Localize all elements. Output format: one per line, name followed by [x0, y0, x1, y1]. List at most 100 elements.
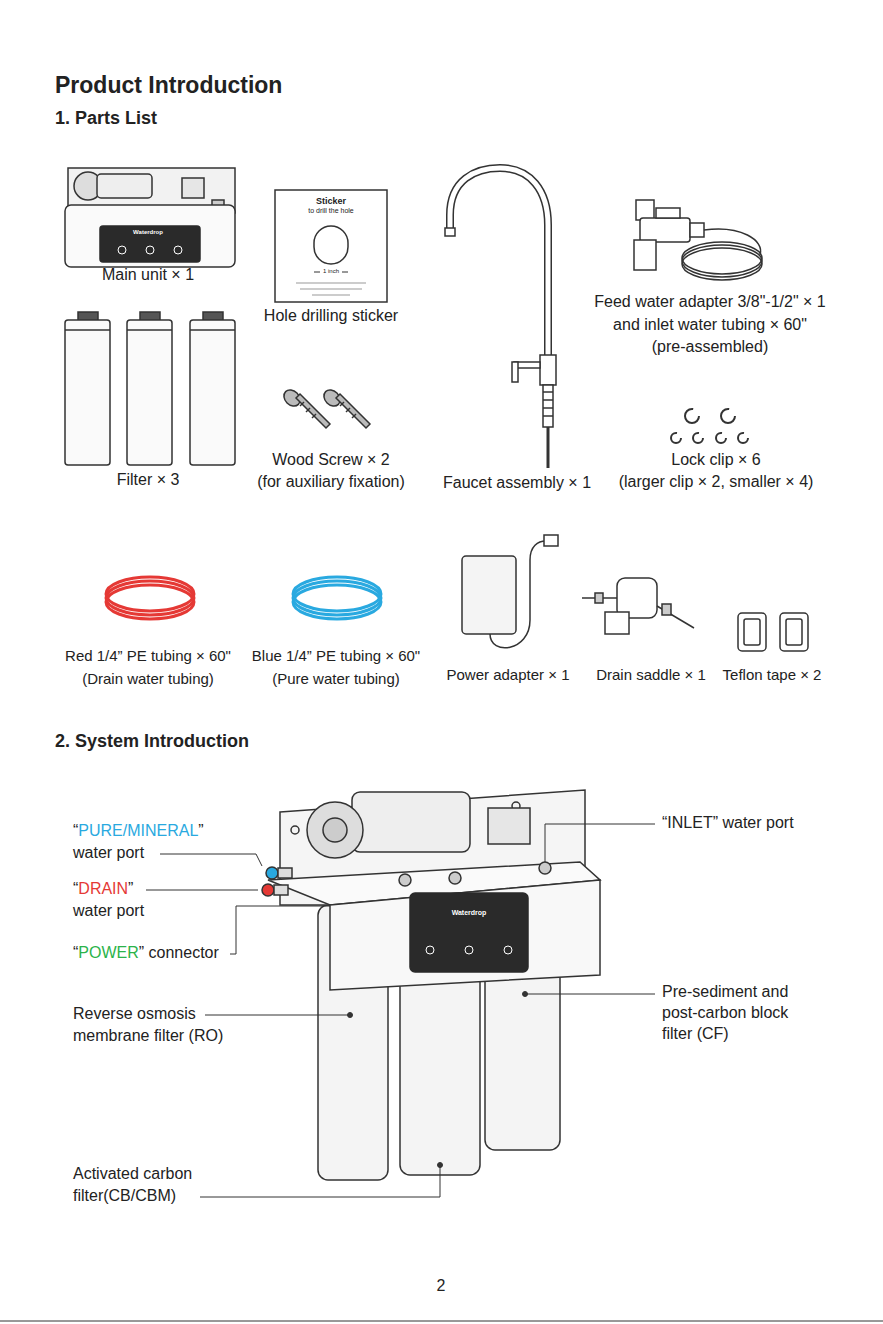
lock-clips-drawing-part	[693, 433, 703, 443]
faucet-drawing	[445, 168, 556, 468]
page-title: Product Introduction	[55, 72, 282, 100]
filters-drawing-part	[190, 329, 235, 331]
caption: Blue 1/4” PE tubing × 60"	[252, 647, 420, 664]
callout-line: Activated carbon	[73, 1164, 192, 1183]
lock-clips-drawing-part	[716, 433, 726, 443]
callout-line: “DRAIN”	[73, 879, 133, 898]
callout-line: “POWER” connector	[73, 943, 219, 962]
faucet-drawing-part	[543, 399, 553, 401]
system-drawing-part	[399, 874, 411, 886]
leader-lines-part	[523, 992, 528, 997]
power-adapter-drawing-part	[462, 556, 516, 634]
caption: Drain saddle × 1	[596, 666, 706, 683]
system-drawing-part	[291, 826, 299, 834]
page-number: 2	[437, 1277, 446, 1294]
faucet-drawing-part	[540, 355, 556, 385]
leader-lines-part	[205, 1015, 350, 1016]
main-unit-drawing-part	[146, 246, 154, 254]
caption-line: and inlet water tubing × 60"	[613, 315, 807, 334]
dimension: 1 inch	[323, 268, 339, 274]
sticker-drawing	[275, 190, 387, 302]
red-tubing-drawing	[106, 577, 194, 619]
callout: “	[73, 880, 78, 897]
filters-drawing	[65, 312, 235, 465]
sticker-drawing-part	[314, 272, 320, 273]
sticker-drawing-part	[300, 289, 362, 290]
caption: Feed water adapter 3/8"-1/2" × 1	[594, 293, 826, 310]
sticker-drawing-part	[312, 295, 350, 296]
drain-saddle-drawing	[582, 578, 694, 634]
callout-line: water port	[73, 901, 144, 920]
callout-line: “INLET” water port	[662, 813, 794, 832]
red-tubing-drawing-part	[106, 585, 194, 619]
system-drawing-part	[262, 884, 274, 896]
callout: water port	[73, 902, 144, 919]
caption-line: Red 1/4” PE tubing × 60"	[65, 647, 231, 665]
caption: Filter × 3	[117, 471, 180, 488]
main-unit-drawing	[65, 168, 235, 267]
feed-adapter-drawing-part	[690, 223, 704, 237]
dimension-line: 1 inch	[323, 268, 339, 275]
faucet-drawing-part	[543, 415, 553, 417]
blue-tubing-drawing-part	[293, 585, 381, 619]
callout: ” connector	[139, 944, 219, 961]
screws-drawing	[281, 387, 370, 428]
power-adapter-drawing-part	[544, 535, 558, 546]
feed-adapter-drawing-part	[640, 218, 690, 242]
screws-drawing-part	[340, 402, 344, 406]
main-unit-drawing-part	[118, 246, 126, 254]
section-heading-line: 1. Parts List	[55, 108, 157, 130]
screws-drawing-part	[346, 408, 350, 412]
feed-adapter-drawing	[634, 200, 762, 280]
callout: PURE/MINERAL	[78, 822, 198, 839]
system-drawing-part	[410, 893, 528, 972]
screws-drawing-part	[312, 414, 316, 418]
caption-line: Teflon tape × 2	[723, 666, 822, 684]
caption-line: (for auxiliary fixation)	[257, 472, 405, 491]
caption-line: Drain saddle × 1	[596, 666, 706, 684]
caption: (Drain water tubing)	[82, 670, 214, 687]
leader-lines-part	[146, 890, 258, 891]
lock-clips-drawing-part	[738, 433, 748, 443]
sticker-text-line: to drill the hole	[308, 207, 354, 215]
filters-drawing-part	[65, 329, 110, 331]
system-drawing-part	[278, 868, 292, 878]
callout: “	[73, 944, 78, 961]
feed-adapter-drawing-part	[682, 242, 762, 274]
main-unit-drawing-part	[97, 174, 152, 198]
callout: “	[73, 822, 78, 839]
caption-line: (pre-assembled)	[652, 337, 768, 356]
callout: filter(CB/CBM)	[73, 1187, 176, 1204]
feed-adapter-drawing-part	[634, 240, 656, 270]
drain-saddle-drawing-part	[595, 593, 603, 603]
leader-lines-part	[200, 1165, 440, 1197]
system-drawing-part	[449, 872, 461, 884]
sticker-text: Sticker	[316, 196, 346, 206]
sticker-text-line: Sticker	[316, 196, 346, 207]
filters-drawing-part	[65, 320, 110, 465]
system-drawing-part	[426, 946, 434, 954]
system-drawing-part	[307, 802, 363, 858]
leader-lines-part	[525, 994, 655, 995]
feed-adapter-drawing-part	[682, 245, 762, 277]
screws-drawing-part	[336, 394, 370, 428]
caption: (larger clip × 2, smaller × 4)	[619, 473, 814, 490]
callout-line: filter(CB/CBM)	[73, 1186, 176, 1205]
page-number-line: 2	[437, 1276, 446, 1295]
caption-line: Hole drilling sticker	[264, 306, 398, 325]
power-adapter-drawing-part	[490, 541, 546, 648]
caption: (Pure water tubing)	[272, 670, 400, 687]
leader-lines-part	[438, 1163, 443, 1168]
caption: Wood Screw × 2	[272, 451, 390, 468]
caption: Power adapter × 1	[447, 666, 570, 683]
leader-lines-part	[230, 906, 330, 954]
callout-line: post-carbon block	[662, 1003, 788, 1022]
brand-mark: Waterdrop	[133, 229, 163, 235]
faucet-drawing-part	[512, 362, 518, 382]
callout: Reverse osmosis	[73, 1005, 196, 1022]
caption-line: Faucet assembly × 1	[443, 473, 591, 492]
caption: (pre-assembled)	[652, 338, 768, 355]
caption-line: Feed water adapter 3/8"-1/2" × 1	[594, 292, 826, 311]
sticker-drawing-part	[275, 190, 387, 302]
filters-drawing-part	[190, 320, 235, 465]
